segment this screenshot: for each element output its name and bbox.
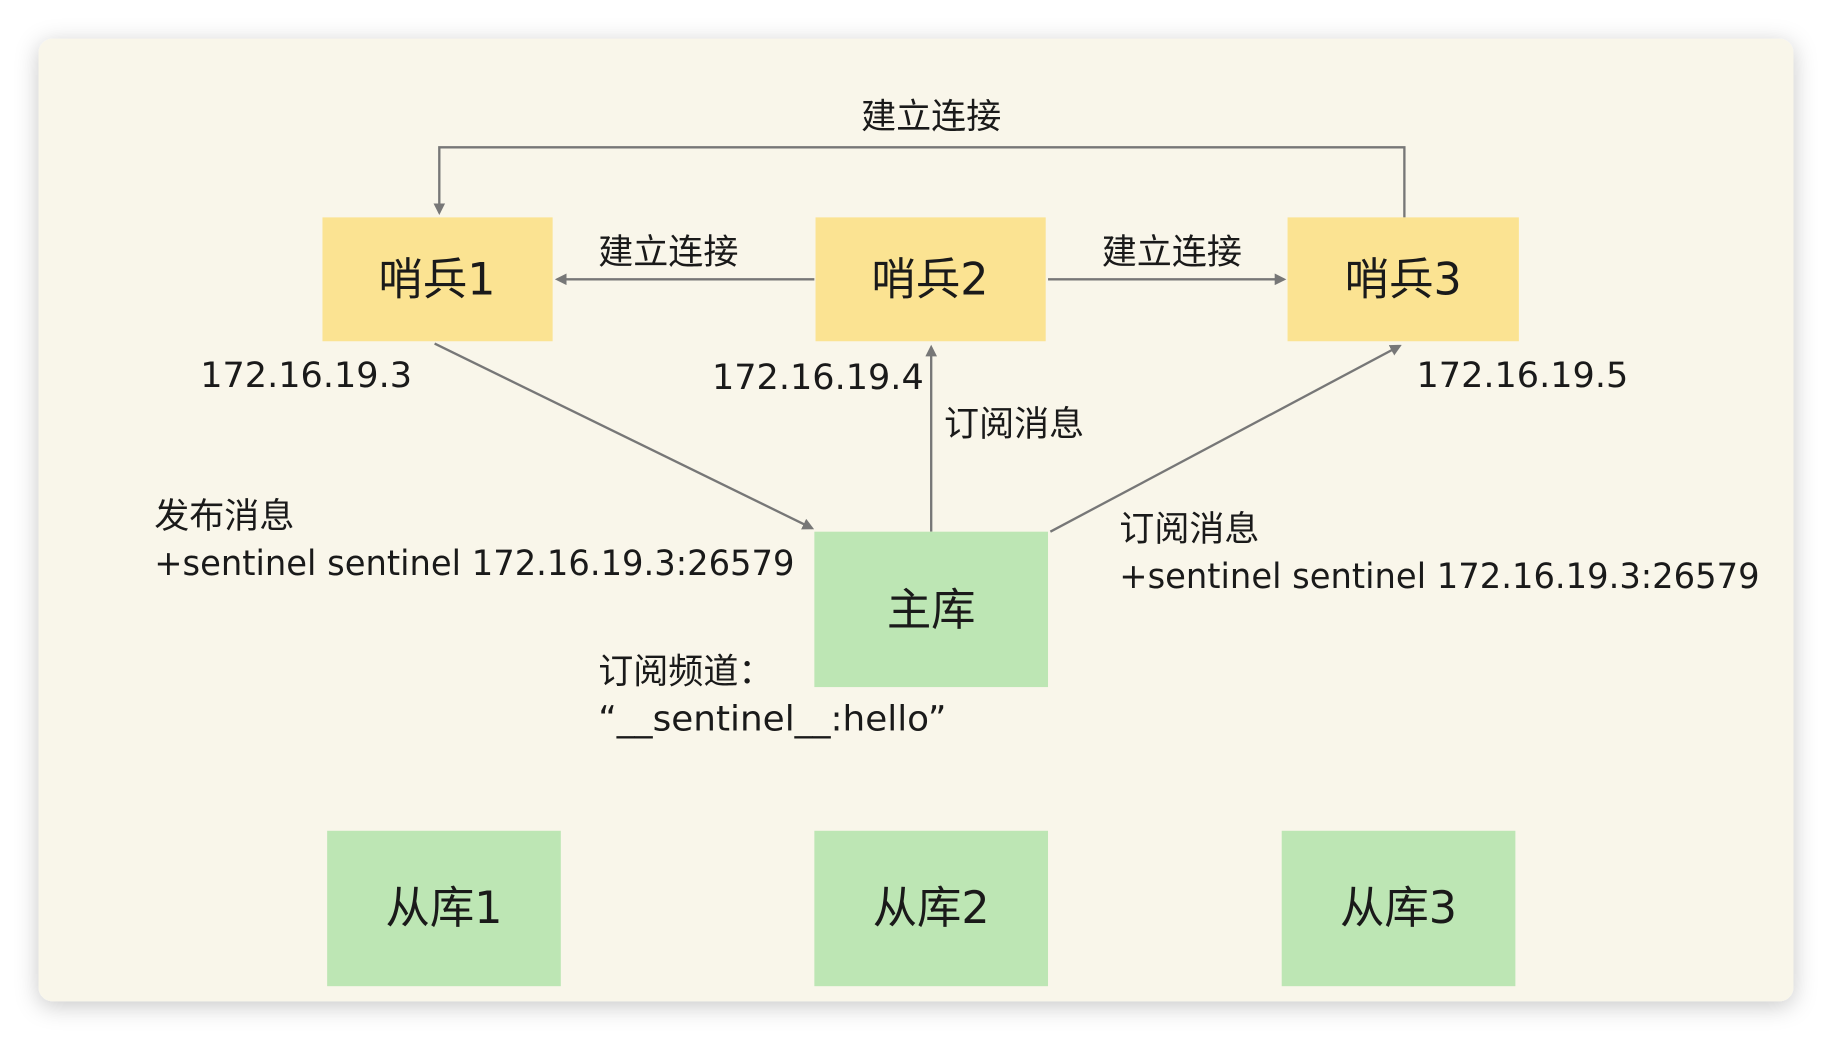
sentinel-2: 哨兵2: [815, 217, 1046, 342]
master-node: 主库: [814, 531, 1049, 688]
sentinel-3: 哨兵3: [1287, 217, 1519, 342]
master-label: 主库: [887, 585, 976, 636]
subscribe-right-title: 订阅消息: [1119, 509, 1259, 550]
top-connect-label: 建立连接: [861, 97, 1001, 138]
slave-2: 从库2: [814, 830, 1049, 987]
channel-name: “__sentinel__:hello”: [598, 698, 946, 739]
sentinel-3-ip: 172.16.19.5: [1416, 355, 1628, 396]
edge-s3-to-s1-top: [433, 146, 1406, 218]
subscribe-center-label: 订阅消息: [944, 404, 1084, 445]
slave-3: 从库3: [1281, 830, 1516, 987]
edge-master-to-s3: [1049, 344, 1402, 533]
slave-2-label: 从库2: [873, 883, 990, 934]
sentinel-1-ip: 172.16.19.3: [200, 355, 412, 396]
channel-title: 订阅频道：: [598, 652, 773, 693]
sentinel-3-label: 哨兵3: [1345, 255, 1462, 306]
publish-message: +sentinel sentinel 172.16.19.3:26579: [154, 543, 794, 584]
edge-s1-to-master: [434, 342, 815, 530]
s2-s3-connect-label: 建立连接: [1102, 232, 1242, 273]
slave-1: 从库1: [327, 830, 561, 987]
subscribe-right-message: +sentinel sentinel 172.16.19.3:26579: [1119, 556, 1759, 597]
publish-title: 发布消息: [154, 496, 294, 537]
sentinel-1: 哨兵1: [322, 217, 553, 342]
slave-3-label: 从库3: [1340, 883, 1457, 934]
sentinel-2-ip: 172.16.19.4: [712, 357, 924, 398]
slave-1-label: 从库1: [385, 883, 502, 934]
sentinel-1-label: 哨兵1: [378, 255, 495, 306]
sentinel-2-label: 哨兵2: [872, 255, 989, 306]
s2-s1-connect-label: 建立连接: [598, 232, 738, 273]
